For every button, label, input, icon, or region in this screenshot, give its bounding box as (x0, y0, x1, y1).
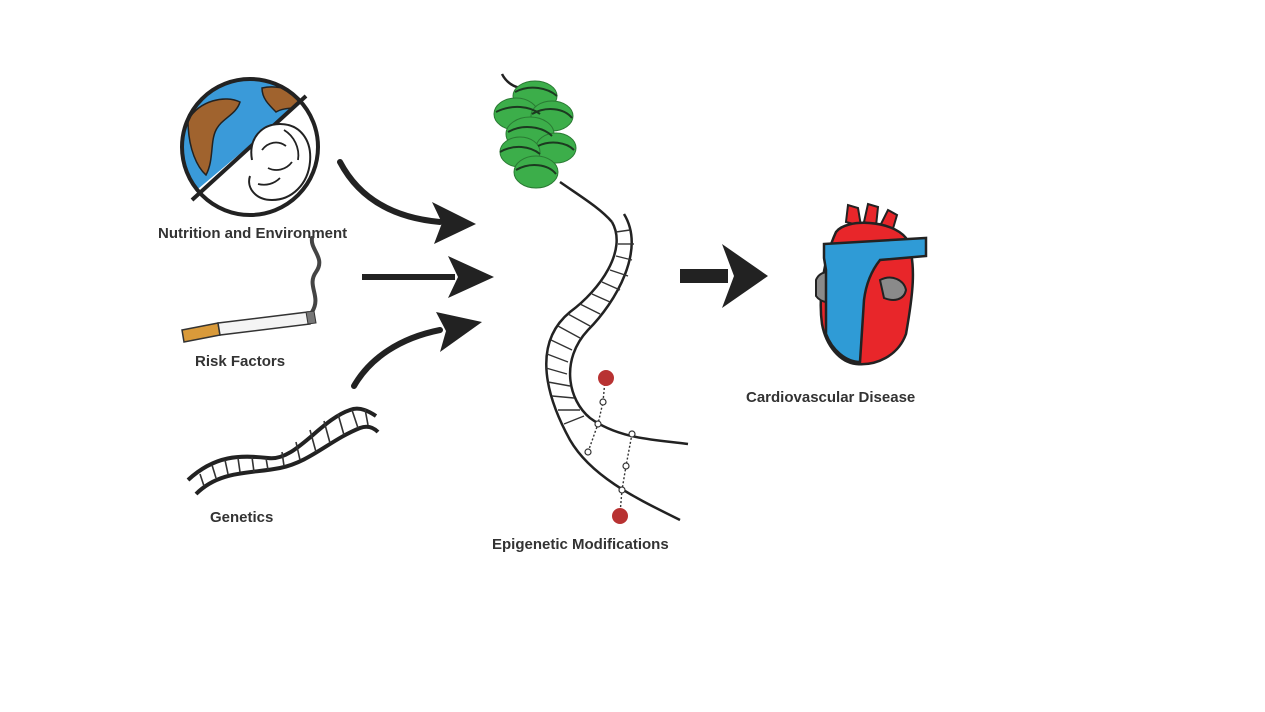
fetus-icon (248, 122, 312, 202)
arrow-nutrition (337, 159, 443, 225)
methyl-group-icon (584, 370, 636, 524)
heart-icon (815, 202, 928, 366)
chromatin-icon (493, 73, 613, 223)
dna-helix-icon (186, 406, 380, 496)
epigenetic-label: Epigenetic Modifications (492, 536, 669, 553)
cigarette-icon (181, 310, 317, 343)
arrow-genetics-head (436, 312, 482, 352)
arrow-output-head (722, 244, 768, 308)
arrow-risk-head (448, 256, 494, 298)
nutrition-label: Nutrition and Environment (158, 225, 347, 242)
arrow-nutrition-head (432, 202, 476, 244)
dna-strand-icon (545, 213, 689, 522)
genetics-label: Genetics (210, 509, 273, 526)
cardio-label: Cardiovascular Disease (746, 389, 915, 406)
smoke-icon (309, 236, 322, 314)
risk-label: Risk Factors (195, 353, 285, 370)
arrow-genetics (351, 327, 443, 389)
